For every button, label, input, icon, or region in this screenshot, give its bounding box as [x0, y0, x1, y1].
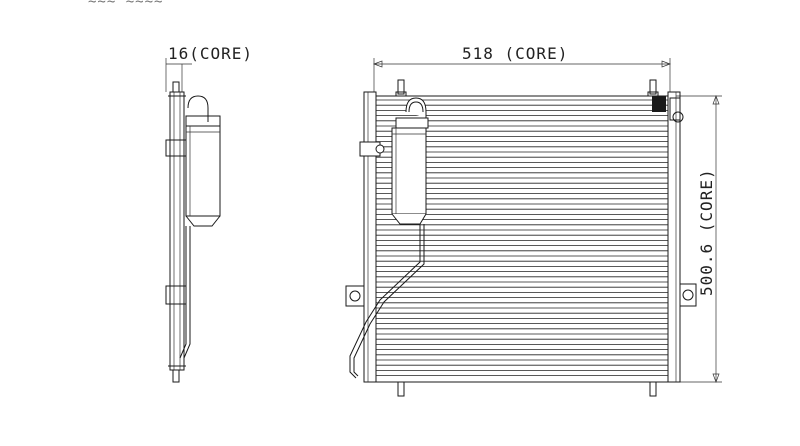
- left-tank: [363, 91, 377, 383]
- corner-block: [652, 96, 666, 112]
- width-dimension-label: 518 (CORE): [462, 44, 568, 63]
- core: [375, 95, 669, 383]
- front-view: 518 (CORE) 500.6 (CORE): [345, 44, 722, 397]
- height-dimension-label: 500.6 (CORE): [697, 168, 716, 296]
- receiver-drier: [391, 97, 429, 225]
- side-view: 16(CORE): [165, 44, 253, 383]
- title-fragment: ~~~ ~~~~: [88, 0, 163, 10]
- right-tank: [667, 91, 681, 383]
- side-depth-label: 16(CORE): [168, 44, 253, 63]
